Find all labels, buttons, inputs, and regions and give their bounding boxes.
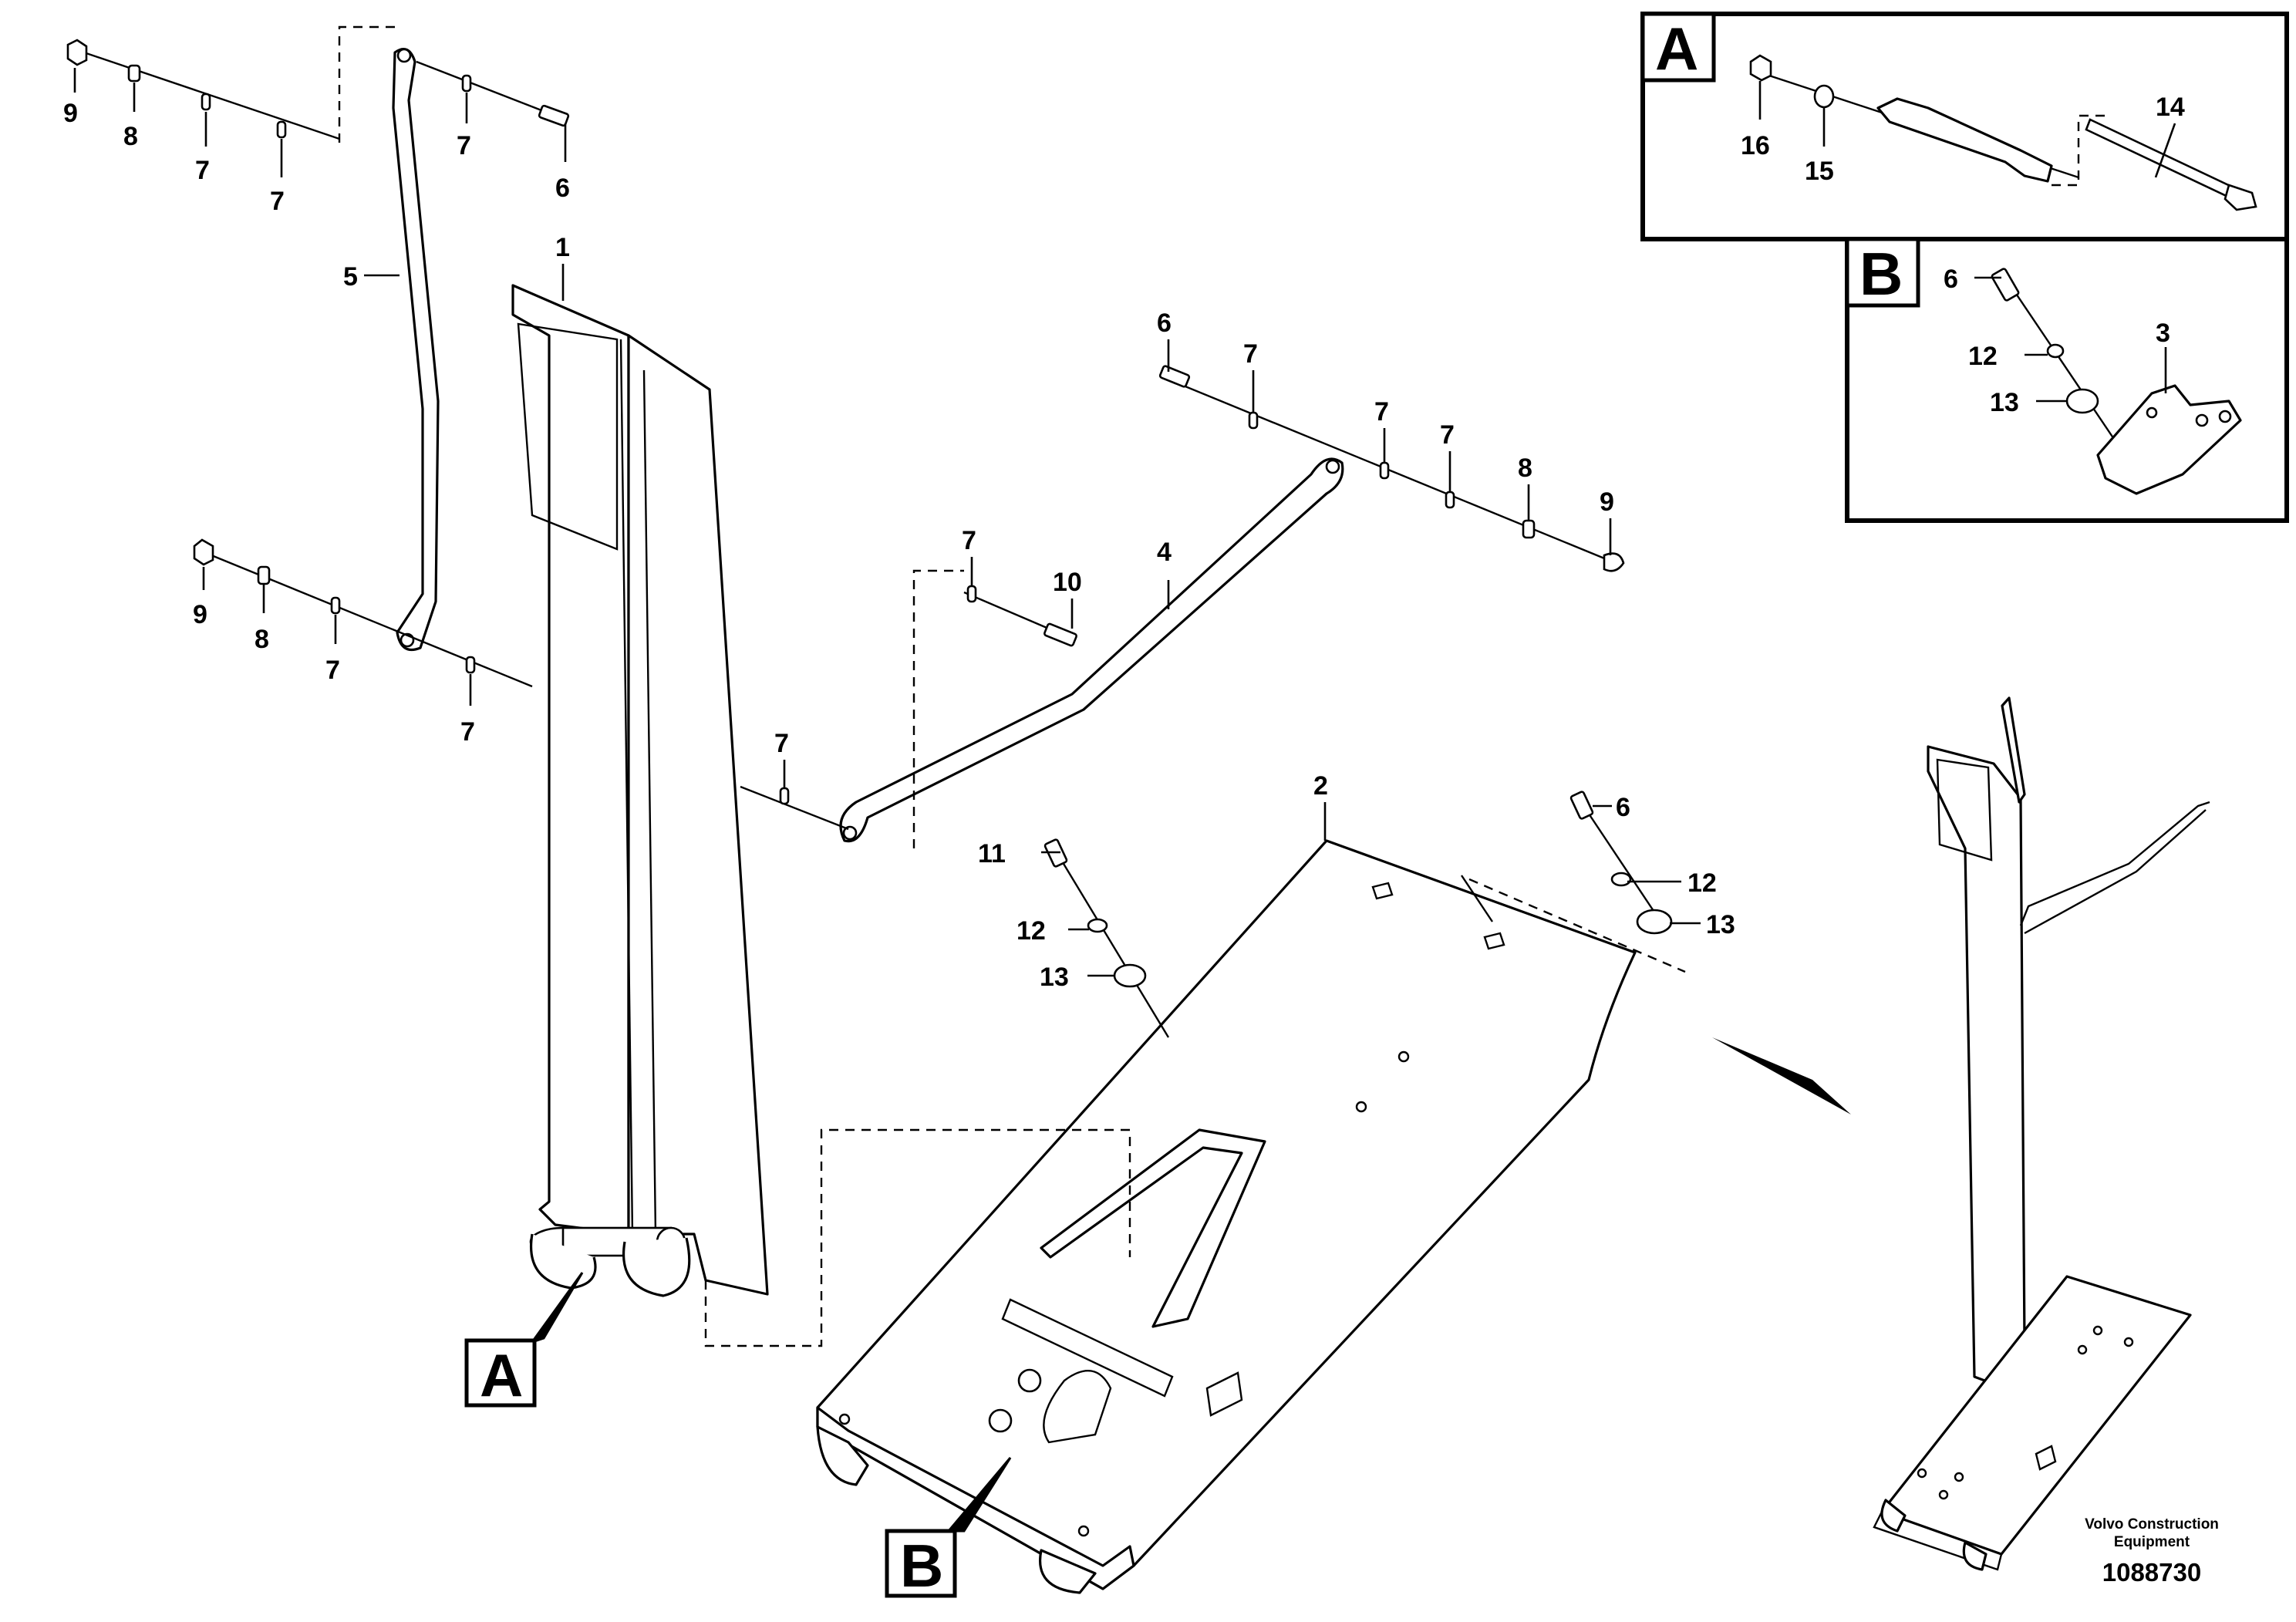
callout-12: 12 bbox=[1968, 342, 1998, 371]
callout-7: 7 bbox=[457, 131, 471, 160]
callout-8: 8 bbox=[123, 122, 138, 151]
callout-7: 7 bbox=[1374, 397, 1389, 427]
callout-11: 11 bbox=[978, 839, 1006, 868]
callout-13: 13 bbox=[1040, 963, 1069, 992]
callout-12: 12 bbox=[1017, 916, 1046, 946]
callout-2: 2 bbox=[1313, 771, 1328, 801]
callout-6: 6 bbox=[1157, 309, 1172, 338]
callout-7: 7 bbox=[460, 717, 475, 747]
view-a-label-box bbox=[464, 1338, 537, 1408]
view-a-label: A bbox=[480, 1341, 523, 1409]
callout-6: 6 bbox=[1944, 265, 1958, 294]
callout-9: 9 bbox=[63, 99, 78, 128]
callout-16: 16 bbox=[1741, 131, 1770, 160]
part-4-rod bbox=[839, 457, 1344, 843]
callout-4: 4 bbox=[1157, 538, 1172, 567]
callout-6: 6 bbox=[555, 174, 570, 203]
part-1-post bbox=[511, 284, 769, 1297]
callout-13: 13 bbox=[1706, 910, 1735, 939]
callout-12: 12 bbox=[1687, 868, 1717, 898]
callout-7: 7 bbox=[962, 526, 976, 555]
leader-lines bbox=[73, 68, 2176, 1533]
hardware-right-rod bbox=[1158, 365, 1625, 572]
callout-numbers: 9 8 7 7 7 6 1 5 9 8 7 7 7 7 10 4 6 7 7 7… bbox=[63, 93, 2185, 992]
hardware-plate-left bbox=[1043, 838, 1170, 1038]
detail-a-box bbox=[1640, 12, 2289, 241]
view-direction-arrow bbox=[1712, 1037, 1851, 1114]
part-5-rod bbox=[392, 47, 440, 652]
callout-13: 13 bbox=[1990, 388, 2019, 417]
detail-b-label: B bbox=[1859, 240, 1903, 308]
callout-6: 6 bbox=[1616, 793, 1630, 822]
callout-9: 9 bbox=[1600, 487, 1614, 517]
detail-b-box bbox=[1845, 237, 2289, 523]
drawing-number: 1088730 bbox=[2102, 1558, 2201, 1587]
part-2-base-plate bbox=[816, 839, 1637, 1594]
hardware-top-left bbox=[66, 25, 570, 143]
callout-7: 7 bbox=[270, 187, 285, 216]
brand-line-2: Equipment bbox=[2114, 1534, 2190, 1550]
hardware-plate-right bbox=[1461, 791, 1686, 973]
callout-7: 7 bbox=[774, 729, 789, 758]
callout-5: 5 bbox=[343, 262, 358, 292]
callout-7: 7 bbox=[1440, 420, 1455, 450]
overview-assembly bbox=[1873, 696, 2210, 1571]
callout-10: 10 bbox=[1053, 568, 1082, 597]
callout-8: 8 bbox=[255, 625, 269, 654]
callout-9: 9 bbox=[193, 600, 207, 629]
detail-a-label: A bbox=[1655, 15, 1698, 83]
callout-3: 3 bbox=[2156, 319, 2170, 348]
callout-14: 14 bbox=[2156, 93, 2185, 122]
callout-7: 7 bbox=[1243, 339, 1258, 369]
callout-7: 7 bbox=[195, 156, 210, 185]
callout-8: 8 bbox=[1518, 454, 1532, 483]
callout-15: 15 bbox=[1805, 157, 1834, 186]
callout-7: 7 bbox=[325, 656, 340, 685]
view-b-label-box bbox=[885, 1529, 957, 1598]
detail-b-reference-line bbox=[704, 1128, 1131, 1347]
callout-1: 1 bbox=[555, 233, 570, 262]
hardware-rod-4-left bbox=[740, 569, 1077, 848]
view-b-label: B bbox=[900, 1532, 943, 1600]
view-a-pointer bbox=[529, 1272, 584, 1344]
brand-line-1: Volvo Construction bbox=[2085, 1516, 2219, 1533]
hardware-middle-left bbox=[193, 538, 533, 688]
